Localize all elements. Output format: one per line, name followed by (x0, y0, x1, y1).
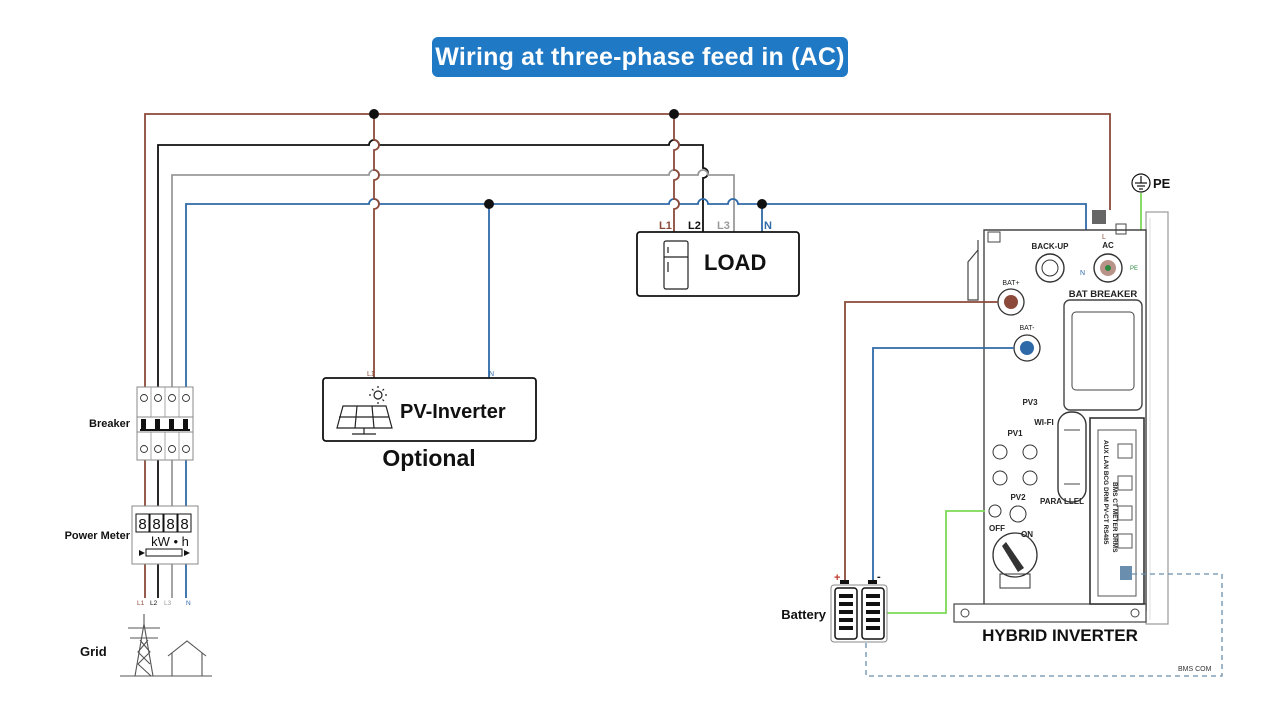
bms-comm-wire (887, 510, 985, 614)
n-wire (185, 198, 1087, 598)
battery-label: Battery (781, 607, 827, 622)
grid-terminal-n: N (186, 600, 191, 607)
port-wifi: WI-FI (1034, 418, 1054, 427)
junction-dot (369, 109, 379, 119)
hybrid-inverter-body (953, 210, 1169, 625)
l2-wire (157, 139, 709, 598)
port-pv1: PV1 (1007, 429, 1023, 438)
switch-on: ON (1021, 530, 1033, 539)
load-l1-drop (673, 114, 680, 232)
battery-plus: + (834, 572, 840, 584)
power-meter-device (131, 505, 199, 565)
grid-terminal-l3: L3 (164, 600, 172, 607)
bms-com-label: BMS COM (1178, 666, 1212, 673)
port-ac: AC (1102, 241, 1114, 250)
pv-inverter-box (322, 377, 537, 442)
pylon-icon (128, 614, 160, 677)
junction-dot (669, 109, 679, 119)
breaker-device (136, 386, 194, 461)
port-comm-labels: AUX LAN BCG DRM PV-CT RS485 (1102, 440, 1109, 545)
pv-terminal-n: N (489, 371, 494, 378)
meter-digit: 8 (138, 516, 146, 533)
meter-digit: 8 (180, 516, 188, 533)
port-pv3: PV3 (1022, 398, 1038, 407)
port-ac-n: N (1080, 270, 1085, 277)
hybrid-inverter-label: HYBRID INVERTER (982, 626, 1138, 645)
load-box (636, 231, 800, 297)
battery-icon (830, 580, 888, 643)
load-terminal-n: N (764, 220, 772, 232)
port-parallel: PARA LLEL (1040, 497, 1084, 506)
port-bat-breaker: BAT BREAKER (1069, 289, 1138, 300)
port-comm-labels-2: BMS CT METER DRMS (1111, 482, 1118, 553)
page-title: Wiring at three-phase feed in (AC) (432, 37, 848, 77)
power-meter-label: Power Meter (65, 530, 131, 542)
meter-digit: 8 (152, 516, 160, 533)
grid-terminal-l2: L2 (150, 600, 158, 607)
ground-icon (1131, 173, 1151, 193)
port-bat-plus: BAT+ (1002, 280, 1019, 287)
port-bat-minus: BAT- (1019, 325, 1035, 332)
bat-plus-wire (844, 301, 998, 582)
junction-dot (484, 199, 494, 209)
port-pv2: PV2 (1010, 493, 1026, 502)
meter-digit: 8 (166, 516, 174, 533)
port-backup: BACK-UP (1032, 242, 1070, 251)
meter-unit: kW • h (151, 534, 189, 549)
house-icon (167, 640, 207, 677)
load-terminal-l2: L2 (688, 220, 701, 232)
switch-off: OFF (989, 524, 1005, 533)
solar-panel-icon (336, 386, 393, 435)
pv-optional-label: Optional (382, 445, 475, 471)
load-terminal-l1: L1 (659, 220, 672, 232)
pv-inverter-label: PV-Inverter (400, 401, 506, 423)
port-ac-l: L (1102, 234, 1106, 241)
grid-terminal-l1: L1 (137, 600, 145, 607)
bat-minus-wire (872, 347, 1014, 582)
battery-minus: - (877, 571, 881, 583)
load-label: LOAD (704, 250, 766, 275)
breaker-label: Breaker (89, 418, 131, 430)
pv-l1-drop (373, 114, 380, 378)
l1-wire (144, 113, 1111, 598)
pe-label: PE (1153, 176, 1171, 191)
bms-com-dashed (865, 573, 1223, 677)
grid-label: Grid (80, 644, 107, 659)
pv-terminal-l1: L1 (367, 371, 375, 378)
port-ac-pe: PE (1130, 266, 1138, 272)
junction-dot (757, 199, 767, 209)
fridge-icon (663, 240, 689, 290)
load-terminal-l3: L3 (717, 220, 730, 232)
